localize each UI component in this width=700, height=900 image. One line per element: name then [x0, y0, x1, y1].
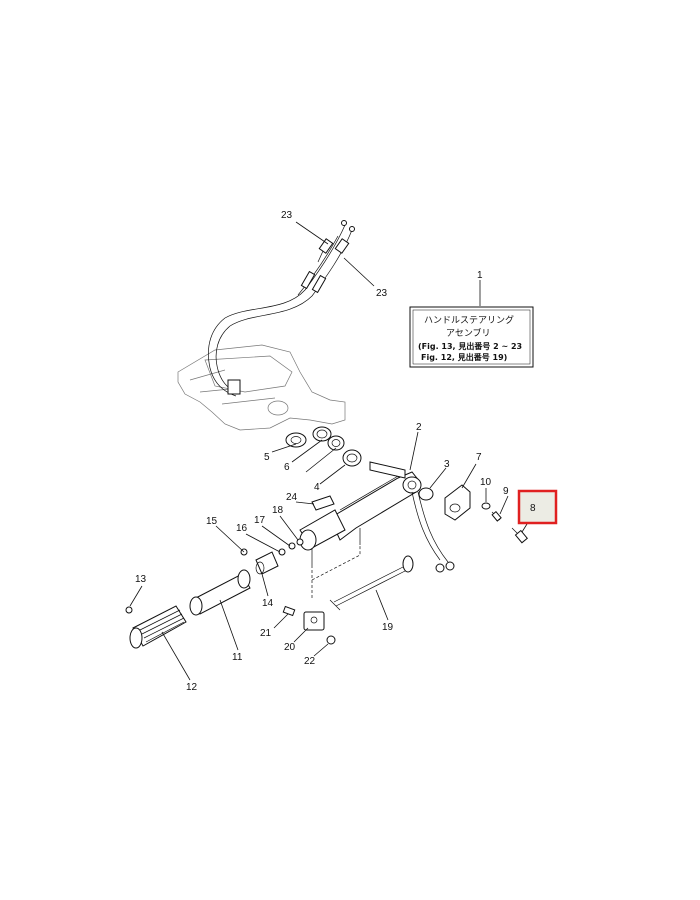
label-17: 17 [254, 515, 266, 526]
throttle-shaft [329, 555, 414, 611]
label-23b: 23 [376, 288, 388, 299]
clamp-assembly [282, 495, 361, 645]
label-24: 24 [286, 492, 298, 503]
label-11: 11 [232, 652, 243, 663]
label-21: 21 [260, 628, 272, 639]
throttle-cables [208, 220, 355, 397]
callout-line-4: Fig. 12, 見出番号 19) [421, 352, 507, 362]
callout-line-2: アセンブリ [446, 327, 491, 339]
label-13: 13 [135, 574, 147, 585]
assembly-callout: ハンドルステアリング アセンブリ (Fig. 13, 見出番号 2 ~ 23 F… [409, 306, 534, 368]
label-18: 18 [272, 505, 284, 516]
label-7: 7 [476, 452, 482, 463]
label-22: 22 [304, 656, 316, 667]
label-14: 14 [262, 598, 274, 609]
label-9: 9 [503, 486, 509, 497]
label-20: 20 [284, 642, 296, 653]
label-5: 5 [264, 452, 270, 463]
label-19: 19 [382, 622, 394, 633]
callout-line-3: (Fig. 13, 見出番号 2 ~ 23 [418, 341, 522, 351]
label-8: 8 [530, 503, 536, 514]
label-2: 2 [416, 422, 422, 433]
part-labels: 23 23 1 2 3 4 5 6 7 9 10 11 12 13 14 15 … [135, 210, 509, 693]
label-10: 10 [480, 477, 492, 488]
engine-outline [177, 344, 346, 431]
highlight-box[interactable] [517, 489, 558, 525]
tiller-grip [125, 538, 304, 649]
callout-line-1: ハンドルステアリング [424, 314, 514, 326]
bushings [285, 426, 434, 501]
label-3: 3 [444, 459, 450, 470]
label-15: 15 [206, 516, 218, 527]
label-1: 1 [477, 270, 483, 281]
label-16: 16 [236, 523, 248, 534]
highlighted-part-8[interactable]: 8 [517, 489, 558, 525]
leader-lines [129, 221, 533, 681]
friction-plate [444, 484, 528, 544]
steering-bracket [299, 461, 455, 573]
label-6: 6 [284, 462, 290, 473]
label-12: 12 [186, 682, 198, 693]
label-4: 4 [314, 482, 320, 493]
label-23a: 23 [281, 210, 293, 221]
